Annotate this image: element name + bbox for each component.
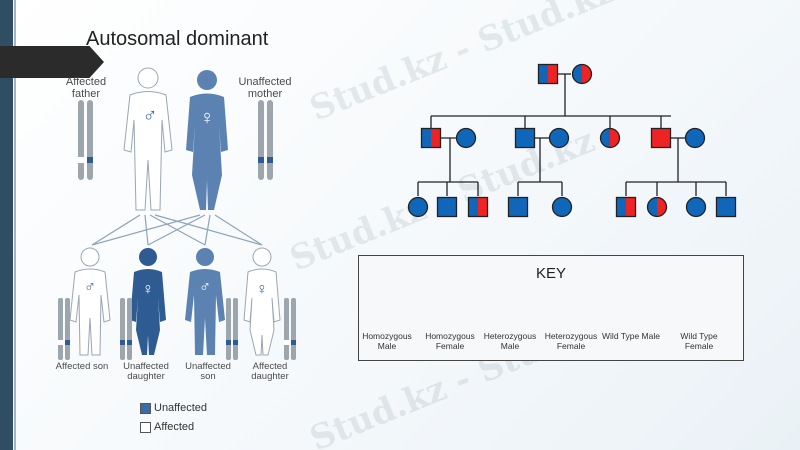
male-icon: ♂: [143, 105, 158, 127]
pedigree-node: [455, 127, 477, 149]
pedigree-node: [407, 196, 429, 218]
label-affected-father: Affected father: [65, 76, 107, 100]
female-icon: ♀: [256, 281, 268, 298]
left-accent-bar: [0, 0, 13, 450]
page-title: Autosomal dominant: [86, 28, 269, 50]
label-child-4: Affected daughter: [251, 361, 289, 382]
father-chromosomes: [78, 100, 93, 180]
pedigree-node: [571, 63, 593, 85]
key-label-heterozygous-female: Heterozygous Female: [544, 331, 598, 351]
key-title: KEY: [535, 265, 566, 282]
key-label-wild-type-female: Wild Type Female: [680, 331, 718, 351]
pedigree-node: [436, 196, 458, 218]
pedigree-node: [467, 196, 489, 218]
mother-figure: [186, 70, 228, 210]
key-label-homozygous-male: Homozygous Male: [362, 331, 412, 351]
pedigree-node: [551, 196, 573, 218]
key-label-heterozygous-male: Heterozygous Male: [483, 331, 537, 351]
mother-chromosomes: [258, 100, 273, 180]
child-unaffected-son: [185, 248, 238, 360]
key-label-wild-type-male: Wild Type Male: [602, 331, 660, 341]
pedigree-node: [685, 196, 707, 218]
child-unaffected-daughter: [120, 248, 166, 360]
male-icon: ♂: [84, 279, 96, 296]
pedigree-node: [599, 127, 621, 149]
legend-swatch-affected: [140, 422, 151, 433]
pedigree-nodes: [407, 63, 737, 218]
legend-unaffected: Unaffected: [154, 402, 208, 414]
father-figure: [123, 67, 173, 211]
pedigree-node: [548, 127, 570, 149]
legend-swatch-unaffected: [140, 403, 151, 414]
pedigree-node: [507, 196, 529, 218]
key-box: KEY Homozygous Male Homozygous Female He…: [358, 255, 744, 361]
legend-affected: Affected: [154, 421, 195, 433]
pedigree-node: [420, 127, 442, 149]
label-child-1: Affected son: [55, 361, 109, 372]
female-icon: ♀: [200, 107, 215, 129]
key-label-homozygous-female: Homozygous Female: [425, 331, 475, 351]
label-unaffected-mother: Unaffected mother: [238, 76, 292, 100]
inheritance-arrows: [91, 214, 263, 246]
label-child-3: Unaffected son: [185, 361, 231, 382]
pedigree-lines: [417, 73, 727, 196]
male-icon: ♂: [199, 279, 211, 296]
pedigree-node: [615, 196, 637, 218]
left-accent-line: [14, 0, 16, 450]
pedigree-node: [514, 127, 536, 149]
pedigree-node: [715, 196, 737, 218]
child-affected-son: [58, 247, 111, 360]
arrow-tab: [0, 46, 104, 78]
pedigree-node: [650, 127, 672, 149]
pedigree-node: [684, 127, 706, 149]
pedigree-node: [646, 196, 668, 218]
pedigree-node: [537, 63, 559, 85]
female-icon: ♀: [142, 281, 154, 298]
child-affected-daughter: [243, 247, 296, 360]
label-child-2: Unaffected daughter: [123, 361, 169, 382]
